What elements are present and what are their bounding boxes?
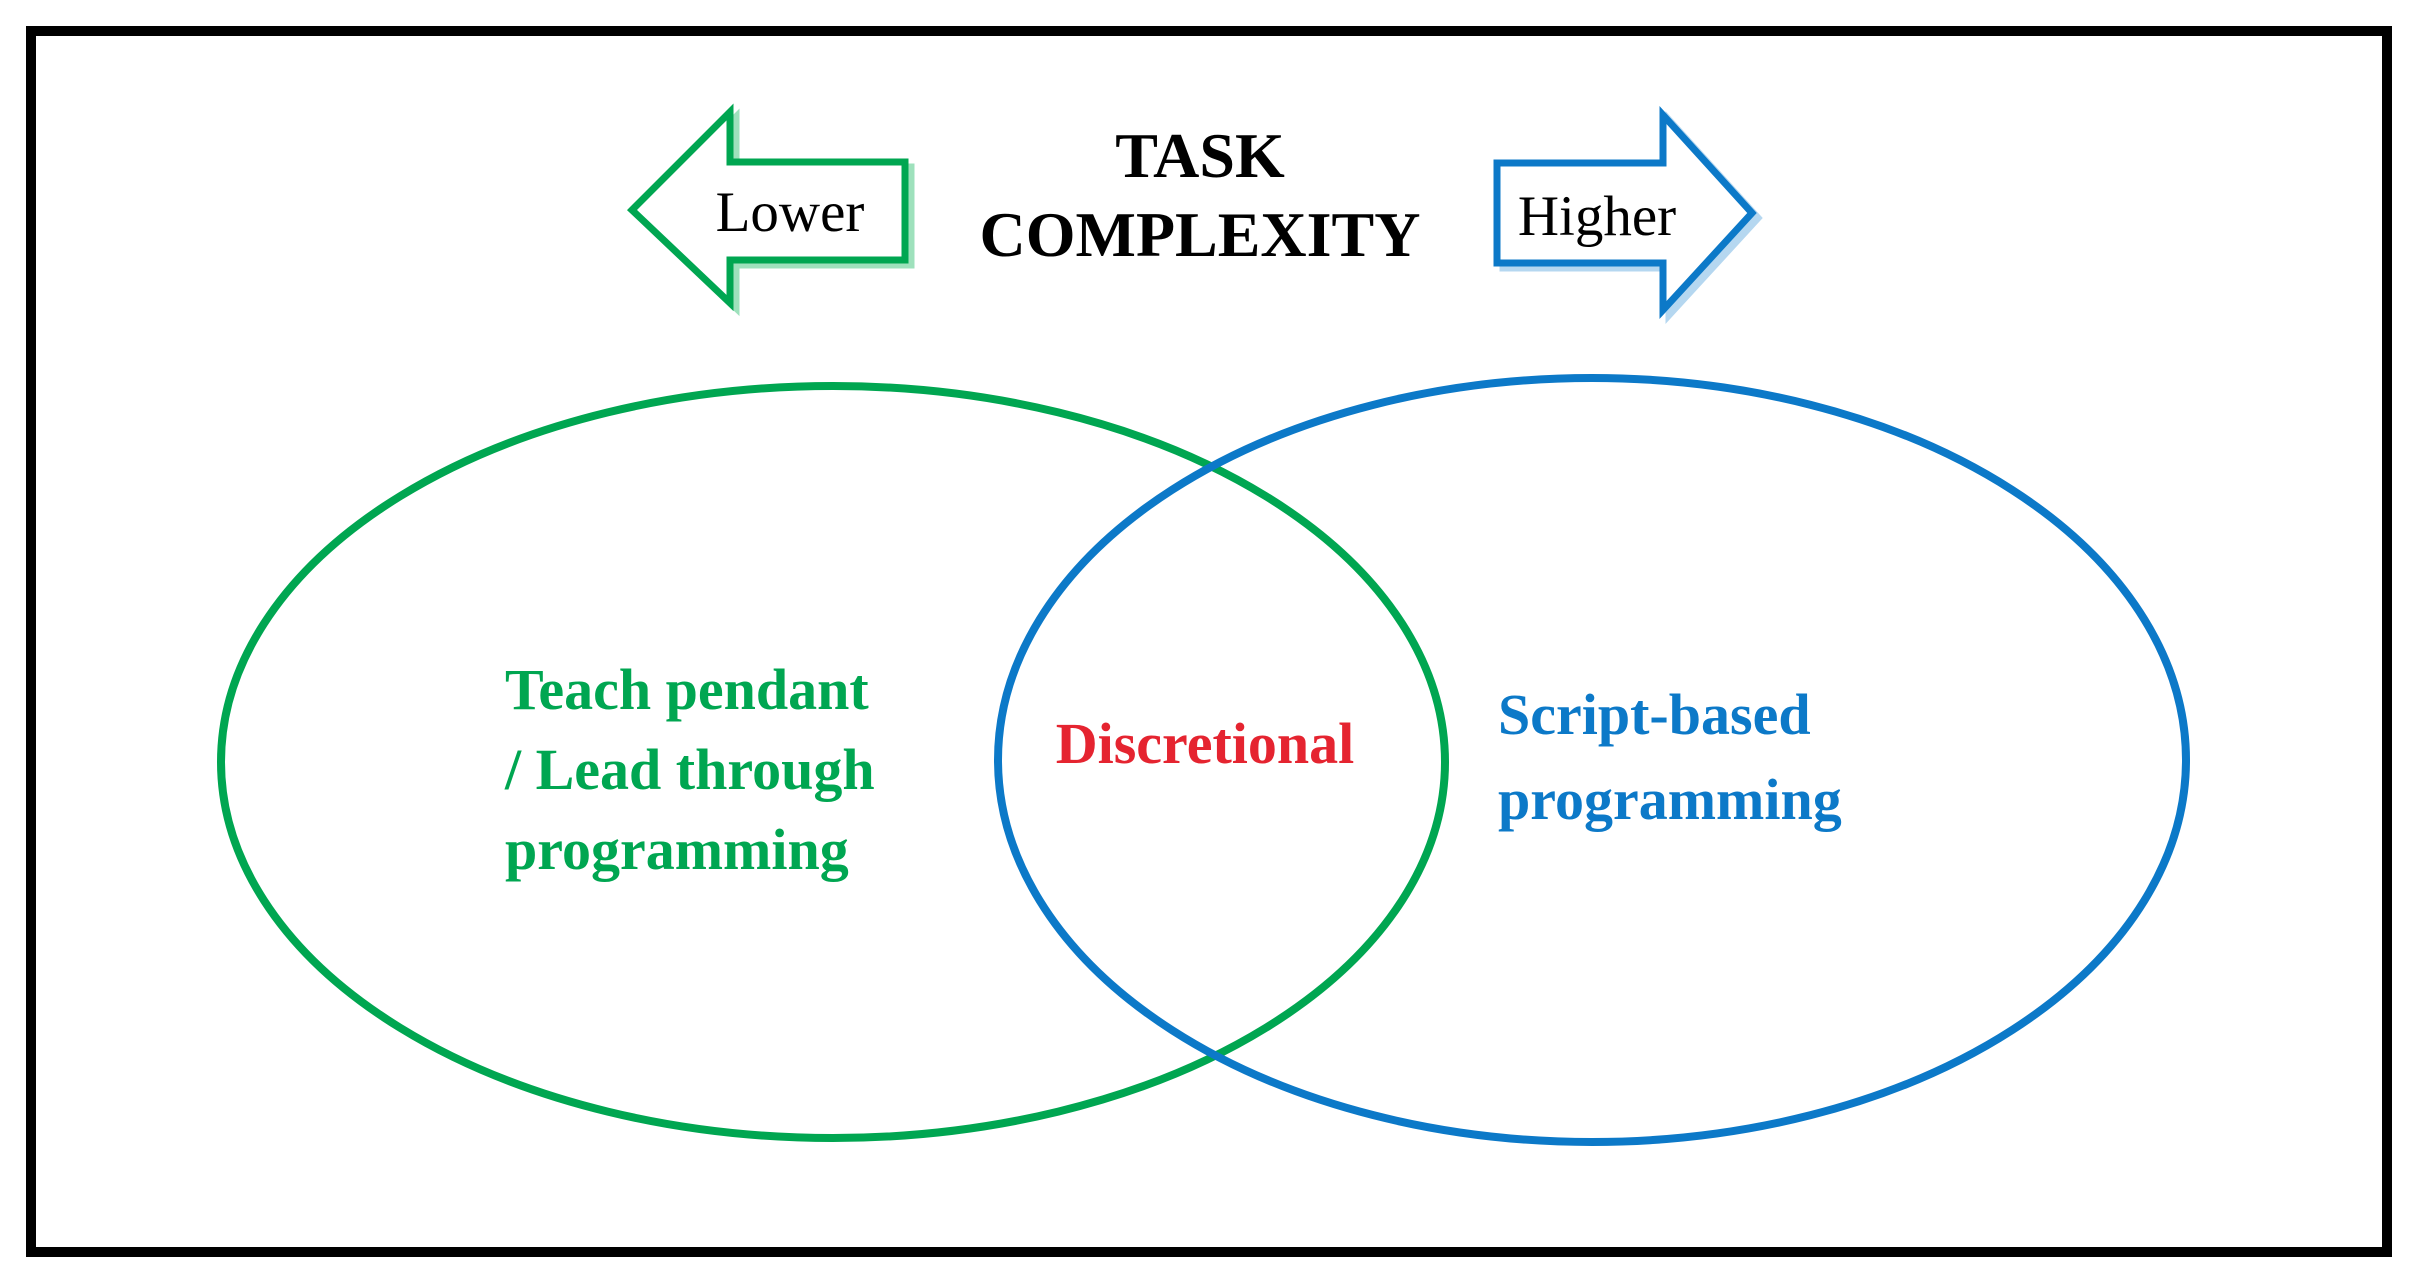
teach-pendant-label-line1: Teach pendant xyxy=(505,657,869,722)
diagram-title: TASK COMPLEXITY xyxy=(850,116,1550,274)
script-based-ellipse xyxy=(994,374,2190,1146)
lower-arrow-label: Lower xyxy=(715,181,865,244)
script-based-label-line2: programming xyxy=(1498,767,1842,832)
title-line-1: TASK xyxy=(1115,120,1285,191)
script-based-label-line1: Script-based xyxy=(1498,682,1811,747)
teach-pendant-label-line2: / Lead through xyxy=(505,737,875,802)
intersection-label: Discretional xyxy=(1055,711,1355,776)
higher-arrow-label: Higher xyxy=(1517,185,1677,248)
script-based-label: Script-based programming xyxy=(1498,672,1842,842)
lower-complexity-arrow-left xyxy=(626,103,909,312)
title-line-2: COMPLEXITY xyxy=(979,199,1421,270)
teach-pendant-label: Teach pendant / Lead through programming xyxy=(505,650,875,890)
teach-pendant-ellipse xyxy=(217,382,1449,1142)
teach-pendant-label-line3: programming xyxy=(505,817,849,882)
higher-complexity-arrow-right xyxy=(1493,105,1757,319)
figure-border xyxy=(26,26,2392,1257)
